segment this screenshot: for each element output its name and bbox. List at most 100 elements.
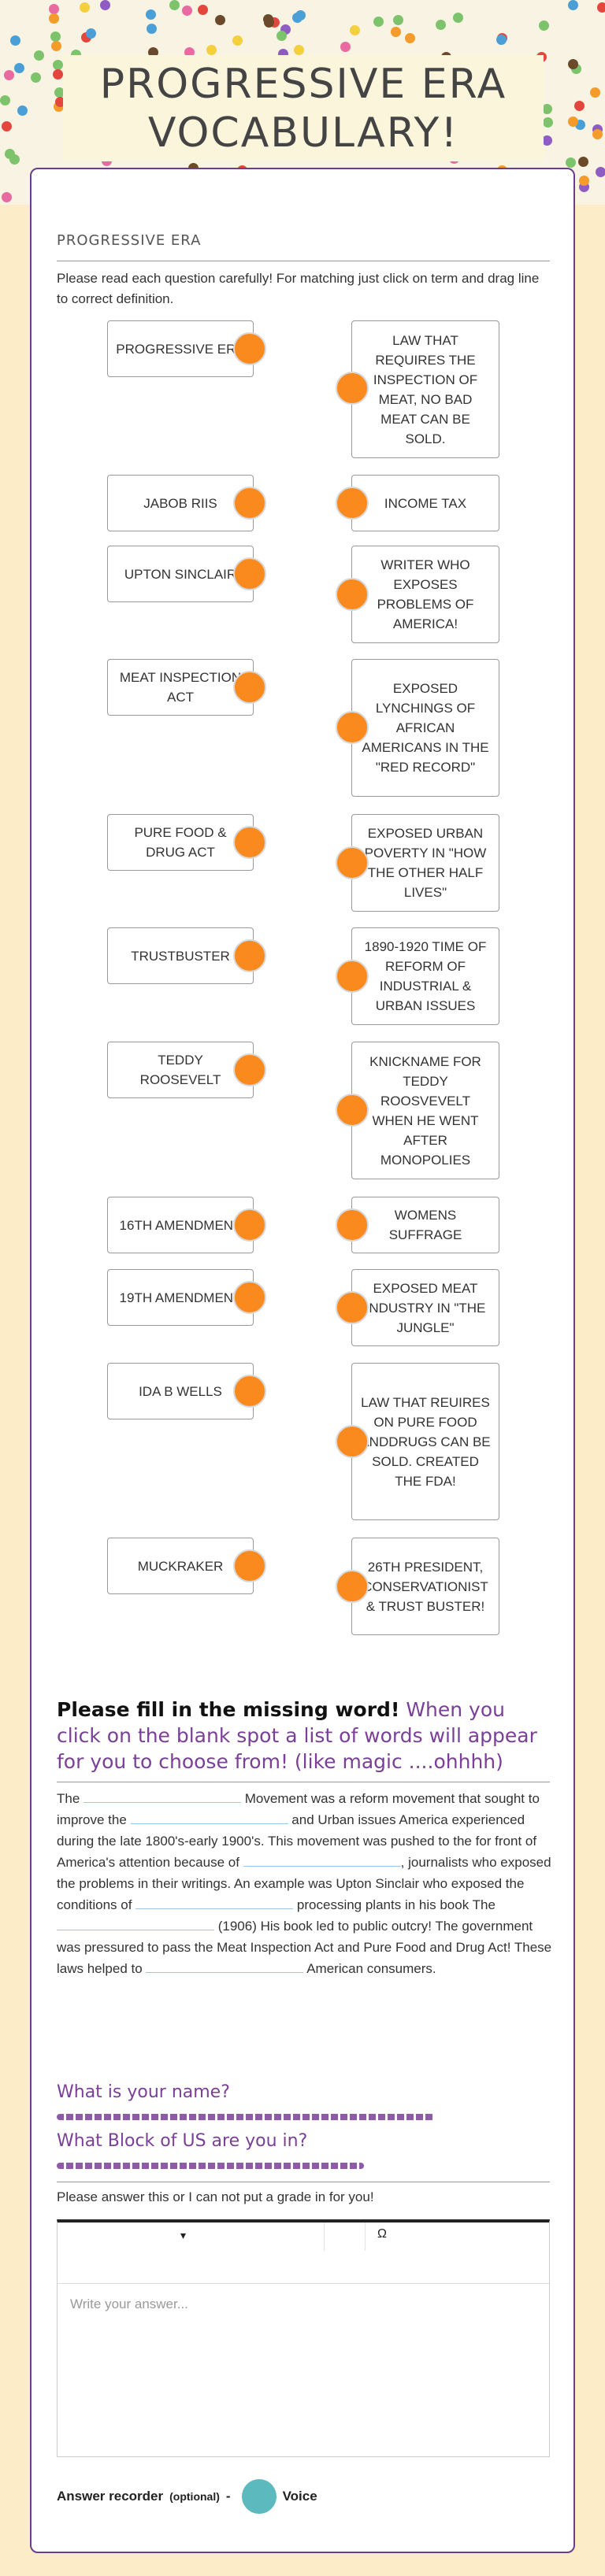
match-term[interactable]: MUCKRAKER — [107, 1538, 254, 1594]
confetti-dot — [2, 121, 12, 131]
confetti-dot — [17, 105, 28, 116]
format-dropdown[interactable]: ▾ — [180, 2229, 187, 2241]
confetti-dot — [566, 157, 576, 168]
match-definition[interactable]: EXPOSED MEAT INDUSTRY IN "THE JUNGLE" — [351, 1269, 499, 1346]
term-handle[interactable] — [233, 1281, 266, 1314]
page-title: PROGRESSIVE ERA VOCABULARY! — [99, 60, 507, 157]
confetti-dot — [373, 17, 384, 27]
confetti-dot — [574, 101, 585, 111]
editor-toolbar: ▾ Ω — [58, 2223, 549, 2284]
blank-dropdown[interactable] — [130, 1810, 288, 1824]
toolbar-separator — [324, 2223, 325, 2251]
confetti-dot — [568, 117, 578, 127]
blank-dropdown[interactable] — [135, 1895, 294, 1909]
confetti-dot — [496, 35, 507, 45]
match-definition[interactable]: LAW THAT REUIRES ON PURE FOOD ANDDRUGS C… — [351, 1363, 499, 1520]
answer-recorder: Answer recorder (optional) - Voice — [57, 2479, 317, 2514]
confetti-dot — [53, 69, 63, 80]
term-handle[interactable] — [233, 826, 266, 859]
term-handle[interactable] — [233, 487, 266, 520]
blank-dropdown[interactable] — [57, 1916, 214, 1930]
definition-handle[interactable] — [336, 1570, 369, 1603]
term-handle[interactable] — [233, 671, 266, 704]
fill-in-heading: Please fill in the missing word! When yo… — [57, 1697, 550, 1775]
definition-handle[interactable] — [336, 1094, 369, 1127]
match-definition[interactable]: KNICKNAME FOR TEDDY ROOSVEVELT WHEN HE W… — [351, 1042, 499, 1179]
match-term[interactable]: JABOB RIIS — [107, 475, 254, 531]
match-term[interactable]: PROGRESSIVE ERA — [107, 320, 254, 377]
confetti-dot — [2, 192, 12, 202]
confetti-dot — [340, 42, 351, 52]
confetti-dot — [100, 0, 110, 10]
match-term[interactable]: TRUSTBUSTER — [107, 927, 254, 984]
toolbar-separator — [365, 2223, 366, 2251]
confetti-dot — [350, 25, 360, 35]
blank-dropdown[interactable] — [243, 1852, 401, 1867]
confetti-dot — [49, 4, 59, 14]
confetti-dot — [34, 50, 44, 61]
match-definition[interactable]: EXPOSED URBAN POVERTY IN "HOW THE OTHER … — [351, 814, 499, 912]
blank-dropdown[interactable] — [84, 1789, 242, 1803]
definition-handle[interactable] — [336, 1291, 369, 1324]
term-handle[interactable] — [233, 939, 266, 972]
match-term[interactable]: PURE FOOD & DRUG ACT — [107, 814, 254, 871]
definition-handle[interactable] — [336, 846, 369, 879]
section-title: PROGRESSIVE ERA — [57, 232, 202, 249]
confetti-dot — [53, 60, 63, 70]
confetti-dot — [543, 117, 553, 128]
squiggle-divider — [57, 2163, 364, 2169]
definition-handle[interactable] — [336, 960, 369, 993]
confetti-dot — [597, 2, 605, 13]
definition-handle[interactable] — [336, 578, 369, 611]
worksheet-card: PROGRESSIVE ERA Please read each questio… — [30, 168, 575, 2553]
definition-handle[interactable] — [336, 1425, 369, 1458]
definition-handle[interactable] — [336, 1208, 369, 1242]
voice-record-button[interactable] — [241, 2479, 277, 2514]
match-definition[interactable]: EXPOSED LYNCHINGS OF AFRICAN AMERICANS I… — [351, 659, 499, 797]
definition-handle[interactable] — [336, 711, 369, 744]
confetti-dot — [436, 20, 446, 30]
match-definition[interactable]: LAW THAT REQUIRES THE INSPECTION OF MEAT… — [351, 320, 499, 458]
match-term[interactable]: TEDDY ROOSEVELT — [107, 1042, 254, 1098]
confetti-dot — [215, 15, 225, 25]
confetti-dot — [393, 15, 403, 25]
confetti-dot — [10, 35, 20, 46]
definition-handle[interactable] — [336, 487, 369, 520]
match-definition[interactable]: 26TH PRESIDENT, CONSERVATIONIST & TRUST … — [351, 1538, 499, 1635]
confetti-dot — [55, 97, 65, 107]
term-handle[interactable] — [233, 332, 266, 365]
match-definition[interactable]: 1890-1920 TIME OF REFORM OF INDUSTRIAL &… — [351, 927, 499, 1025]
match-definition[interactable]: WOMENS SUFFRAGE — [351, 1197, 499, 1253]
confetti-dot — [54, 87, 65, 98]
term-handle[interactable] — [233, 1208, 266, 1242]
term-handle[interactable] — [233, 557, 266, 590]
name-question: What is your name? — [57, 2082, 230, 2102]
confetti-dot — [539, 20, 549, 31]
answer-textarea[interactable]: Write your answer... — [58, 2284, 549, 2456]
match-term[interactable]: 16TH AMENDMENT — [107, 1197, 254, 1253]
confetti-dot — [405, 33, 415, 43]
confetti-dot — [263, 14, 273, 24]
match-term[interactable]: MEAT INSPECTION ACT — [107, 659, 254, 716]
match-definition[interactable]: INCOME TAX — [351, 475, 499, 531]
fill-in-heading-bold: Please fill in the missing word! — [57, 1698, 400, 1721]
blank-dropdown[interactable] — [146, 1959, 304, 1973]
match-term[interactable]: 19TH AMENDMENT — [107, 1269, 254, 1326]
match-term[interactable]: IDA B WELLS — [107, 1363, 254, 1419]
confetti-dot — [184, 47, 195, 57]
confetti-dot — [0, 95, 10, 105]
term-handle[interactable] — [233, 1375, 266, 1408]
recorder-dash: - — [225, 2489, 231, 2504]
confetti-dot — [277, 31, 287, 41]
term-handle[interactable] — [233, 1549, 266, 1582]
term-handle[interactable] — [233, 1053, 266, 1086]
confetti-dot — [232, 35, 243, 46]
match-term[interactable]: UPTON SINCLAIR — [107, 546, 254, 602]
match-definition[interactable]: WRITER WHO EXPOSES PROBLEMS OF AMERICA! — [351, 546, 499, 643]
voice-label: Voice — [282, 2489, 317, 2504]
definition-handle[interactable] — [336, 372, 369, 405]
confetti-dot — [542, 135, 552, 146]
special-char-icon[interactable]: Ω — [377, 2227, 387, 2241]
confetti-dot — [198, 5, 208, 15]
confetti-dot — [14, 63, 24, 73]
